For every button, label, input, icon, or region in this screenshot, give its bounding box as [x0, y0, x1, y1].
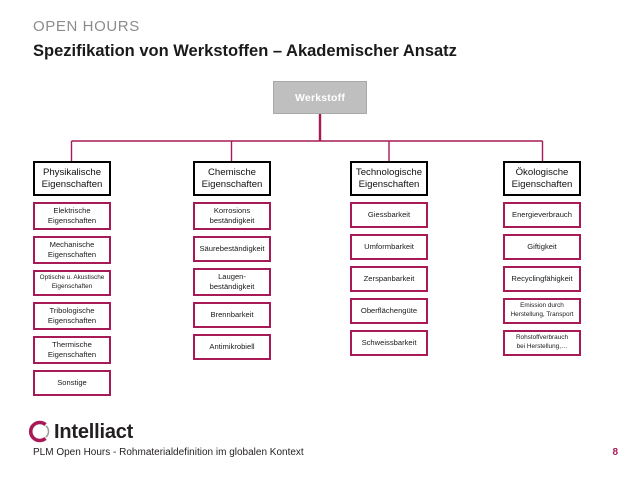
- sub-item-line: beständigkeit: [209, 216, 255, 225]
- sub-item-line: Elektrische: [53, 206, 91, 215]
- sub-item-line: Energieverbrauch: [512, 210, 572, 219]
- sub-item[interactable]: Oberflächengüte: [350, 298, 428, 324]
- slide-header: OPEN HOURS Spezifikation von Werkstoffen…: [33, 18, 613, 61]
- sub-item-line: Eigenschaften: [47, 350, 97, 359]
- sub-item[interactable]: Zerspanbarkeit: [350, 266, 428, 292]
- category-header-line: Eigenschaften: [41, 178, 103, 190]
- sub-item-line: Optische u. Akustische: [39, 274, 105, 282]
- sub-item-line: Brennbarkeit: [210, 310, 254, 319]
- category-header-line: Ökologische: [515, 166, 569, 178]
- root-node-label: Werkstoff: [294, 91, 346, 104]
- footer-caption: PLM Open Hours - Rohmaterialdefinition i…: [33, 447, 304, 458]
- sub-item-line: Giessbarkeit: [367, 210, 411, 219]
- sub-item[interactable]: Giftigkeit: [503, 234, 581, 260]
- sub-item[interactable]: Brennbarkeit: [193, 302, 271, 328]
- sub-item-line: beständigkeit: [209, 282, 255, 291]
- category-header-line: Technologische: [355, 166, 423, 178]
- sub-item-line: Emission durch: [520, 302, 564, 310]
- brand-name: Intelliact: [54, 420, 134, 443]
- sub-item[interactable]: Sonstige: [33, 370, 111, 396]
- sub-item-line: Thermische: [52, 340, 92, 349]
- sub-item-line: Antimikrobiell: [209, 342, 255, 351]
- sub-item-line: Sonstige: [57, 378, 87, 387]
- sub-item[interactable]: Giessbarkeit: [350, 202, 428, 228]
- root-node-werkstoff[interactable]: Werkstoff: [273, 81, 367, 114]
- brand-logo: Intelliact: [26, 419, 133, 444]
- sub-item-line: Rohstoffverbrauch: [515, 334, 569, 342]
- sub-item-line: Schweissbarkeit: [361, 338, 417, 347]
- category-header-line: Eigenschaften: [511, 178, 573, 190]
- category-header-line: Eigenschaften: [358, 178, 420, 190]
- sub-item-line: Laugen-: [218, 272, 246, 281]
- sub-item-line: Zerspanbarkeit: [363, 274, 415, 283]
- sub-item-line: Umformbarkeit: [364, 242, 414, 251]
- sub-item-line: Säurebeständigkeit: [199, 244, 265, 253]
- sub-item-line: Eigenschaften: [47, 216, 97, 225]
- sub-item[interactable]: Energieverbrauch: [503, 202, 581, 228]
- sub-item[interactable]: Umformbarkeit: [350, 234, 428, 260]
- sub-item-line: bei Herstellung,…: [516, 343, 568, 350]
- sub-item-line: Oberflächengüte: [360, 306, 418, 315]
- sub-item[interactable]: Recyclingfähigkeit: [503, 266, 581, 292]
- sub-item[interactable]: Laugen-beständigkeit: [193, 268, 271, 296]
- sub-item[interactable]: Antimikrobiell: [193, 334, 271, 360]
- page-title: Spezifikation von Werkstoffen – Akademis…: [33, 42, 457, 60]
- intelliact-ring-icon: [26, 419, 51, 444]
- sub-item-line: Korrosions: [213, 206, 251, 215]
- page-number: 8: [612, 447, 618, 458]
- category-header-line: Eigenschaften: [201, 178, 263, 190]
- category-header-line: Physikalische: [42, 166, 102, 178]
- eyebrow-label: OPEN HOURS: [33, 18, 140, 35]
- sub-item-line: Giftigkeit: [527, 242, 557, 251]
- sub-item[interactable]: Säurebeständigkeit: [193, 236, 271, 262]
- sub-item-line: Eigenschaften: [47, 250, 97, 259]
- sub-item-line: Eigenschaften: [47, 316, 97, 325]
- sub-item-line: Recyclingfähigkeit: [511, 274, 573, 283]
- sub-item-line: Eigenschaften: [51, 283, 93, 290]
- connector-lines: [70, 114, 544, 161]
- sub-item-line: Tribologische: [49, 306, 95, 315]
- category-header-line: Chemische: [208, 166, 256, 178]
- sub-item-line: Mechanische: [49, 240, 95, 249]
- sub-item-line: Herstellung, Transport: [510, 311, 574, 318]
- sub-item[interactable]: Schweissbarkeit: [350, 330, 428, 356]
